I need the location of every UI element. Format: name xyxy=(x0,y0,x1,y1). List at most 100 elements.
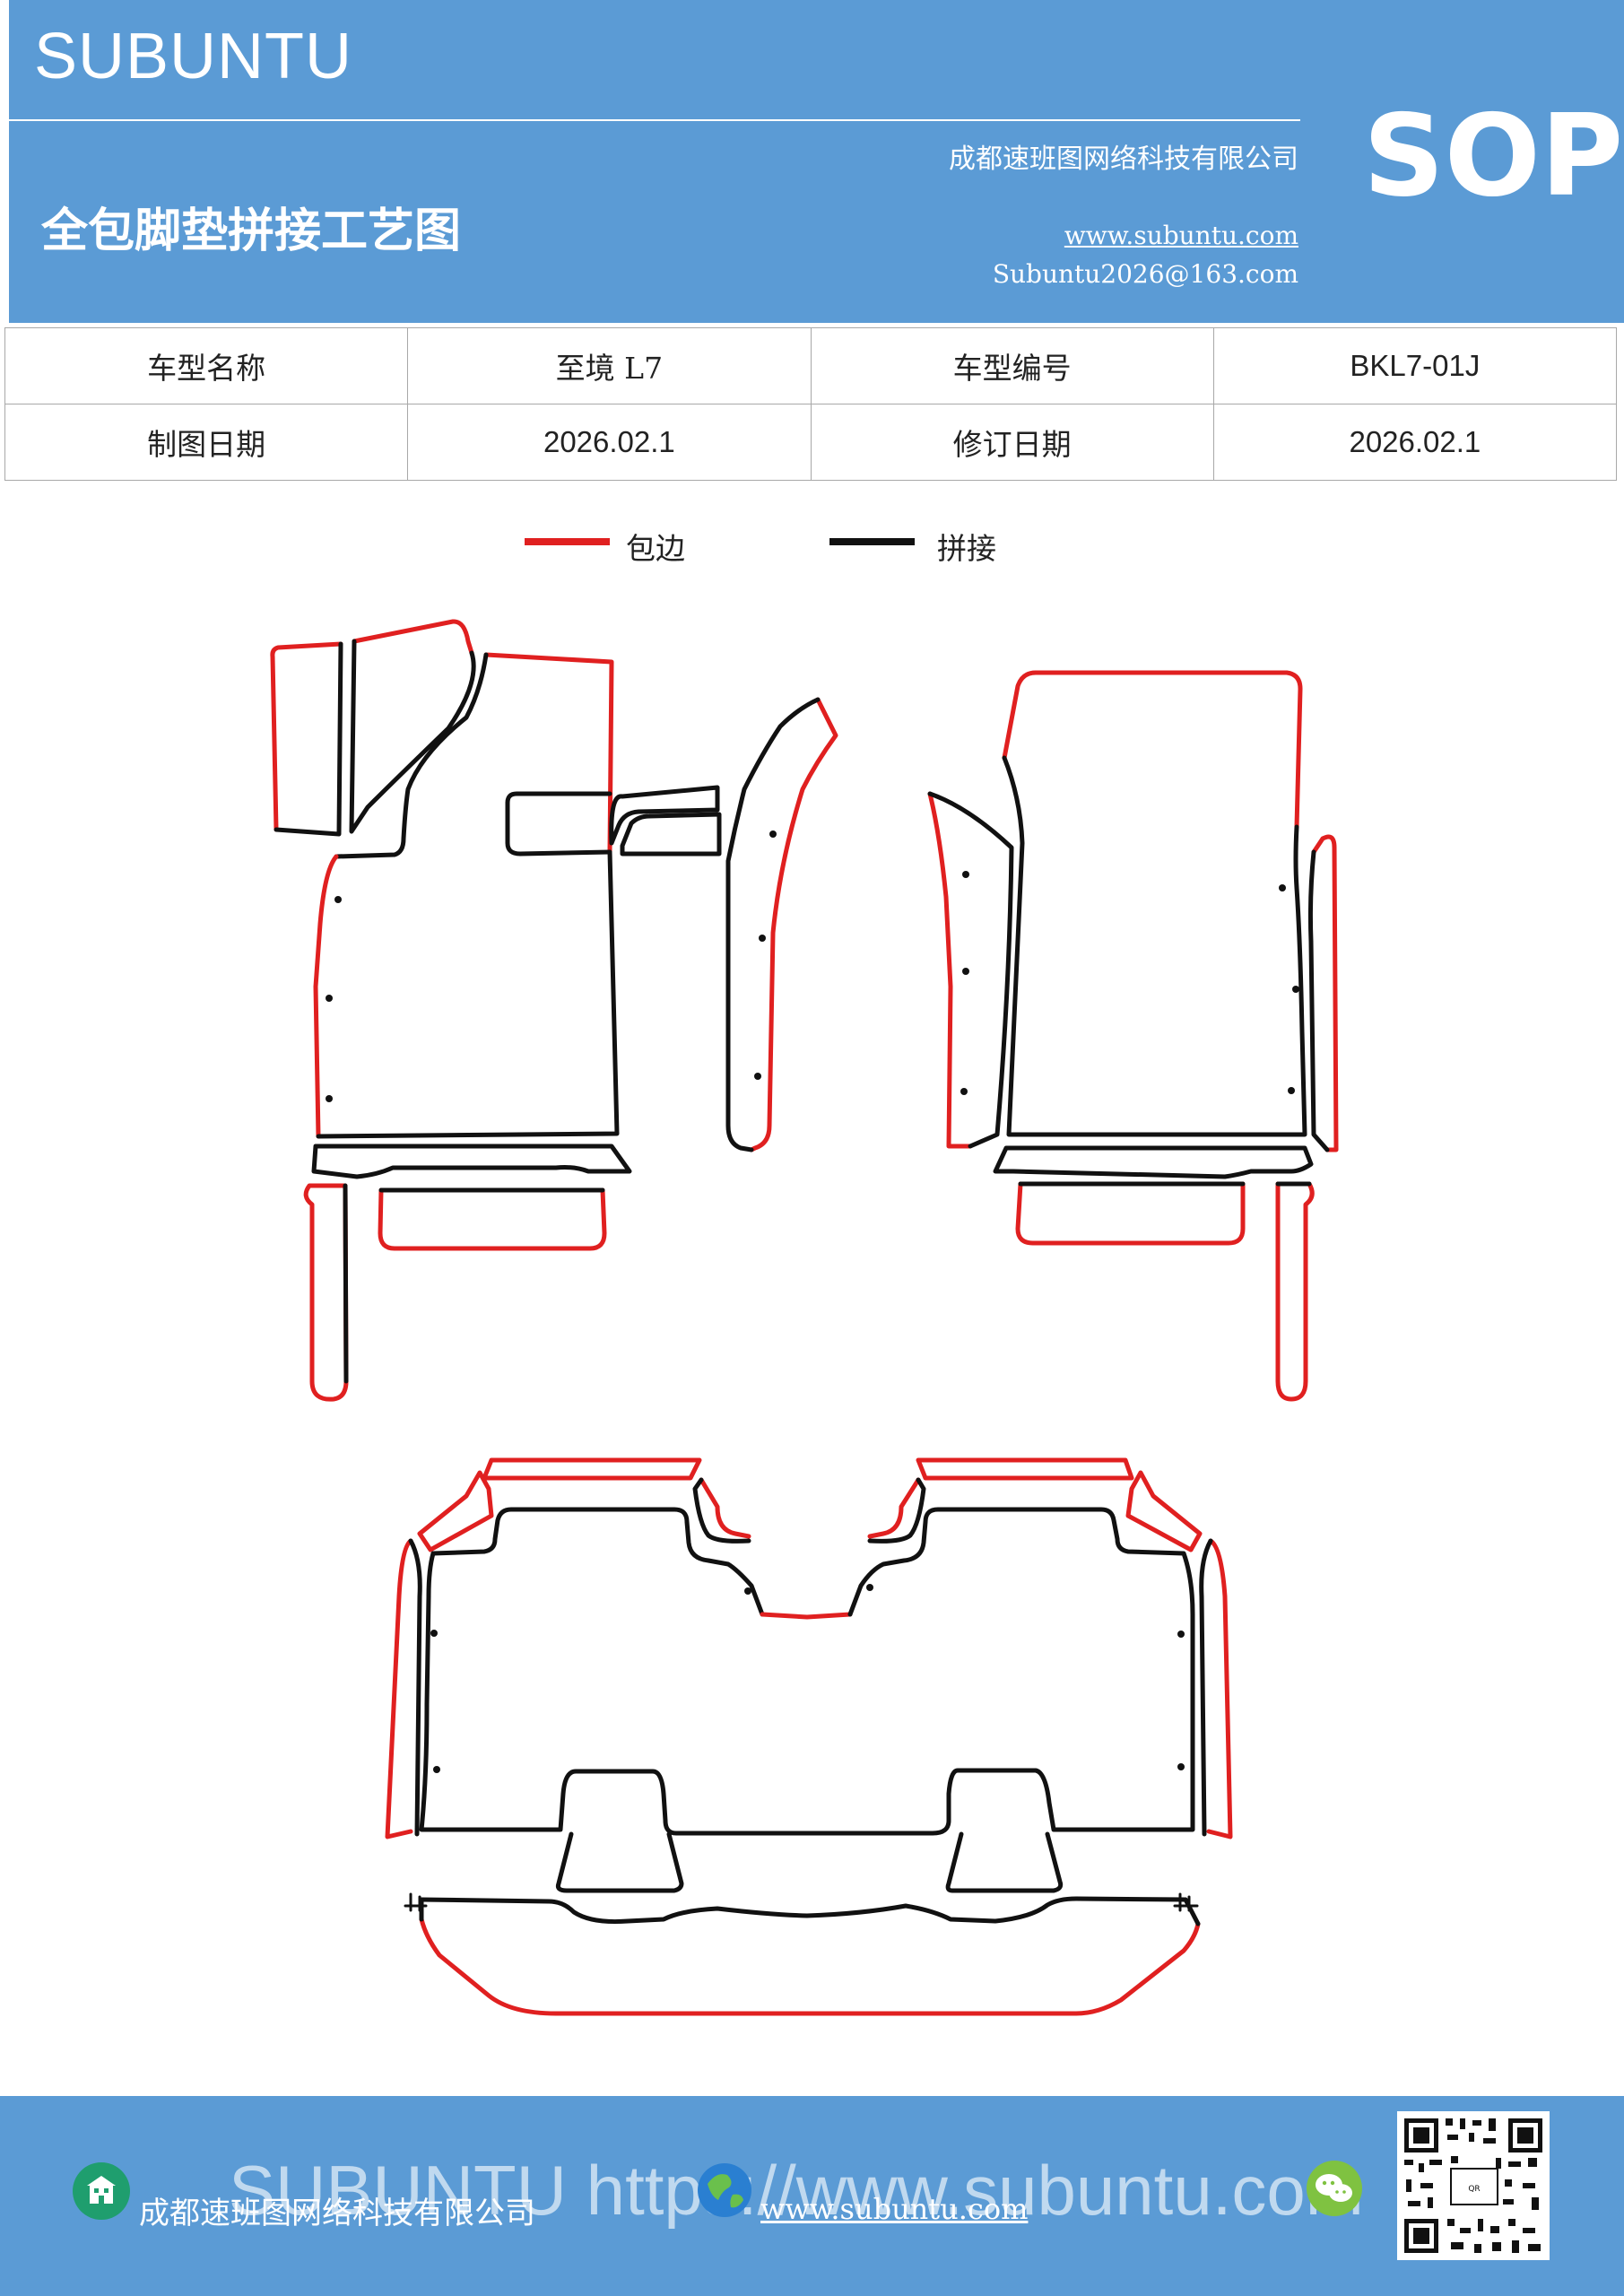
edge-outline xyxy=(1125,1470,1203,1552)
join-outline xyxy=(349,639,476,834)
join-outline xyxy=(1002,755,1307,1137)
edge-outline xyxy=(1002,670,1303,830)
front-left-mat xyxy=(270,619,722,1179)
join-outline xyxy=(1173,1892,1199,1912)
join-outline xyxy=(430,1507,765,1617)
building-icon xyxy=(73,2162,130,2220)
join-outline xyxy=(993,1145,1314,1179)
fastener-dot xyxy=(960,1088,968,1095)
edge-outline xyxy=(867,1477,921,1539)
edge-outline xyxy=(378,1187,607,1251)
legend-swatch-join xyxy=(829,538,915,545)
join-outline xyxy=(343,1183,349,1384)
edge-outline xyxy=(1275,1181,1315,1402)
join-outline xyxy=(609,785,720,846)
legend-swatch-edge xyxy=(525,538,610,545)
join-outline xyxy=(1199,1538,1213,1837)
fastener-dot xyxy=(430,1630,438,1637)
join-outline xyxy=(404,1892,428,1912)
fastener-dot xyxy=(1279,884,1286,891)
fastener-dot xyxy=(326,995,333,1002)
edge-outline xyxy=(927,791,973,1149)
fastener-dot xyxy=(754,1073,761,1080)
join-outline xyxy=(555,1831,684,1893)
edge-outline xyxy=(419,1917,1201,2016)
fastener-dot xyxy=(866,1584,873,1591)
fastener-dot xyxy=(334,896,342,903)
join-outline xyxy=(274,641,343,837)
fastener-dot xyxy=(433,1766,440,1773)
join-outline xyxy=(419,1507,1195,1836)
fastener-dot xyxy=(1288,1087,1295,1094)
label-revision-date: 修订日期 xyxy=(810,404,1214,481)
value-draw-date: 2026.02.1 xyxy=(407,404,812,481)
fastener-dot xyxy=(1292,986,1299,993)
join-outline xyxy=(419,1897,1201,1926)
fastener-dot xyxy=(759,935,766,942)
edge-outline xyxy=(760,1612,853,1620)
footer-company: 成都速班图网络科技有限公司 xyxy=(139,2196,535,2231)
email-address: Subuntu2026@163.com xyxy=(992,259,1298,289)
join-outline xyxy=(419,1896,1188,1924)
fastener-dot xyxy=(962,871,969,878)
edge-outline xyxy=(303,1183,349,1402)
header-banner: SUBUNTU 成都速班图网络科技有限公司 全包脚垫拼接工艺图 www.subu… xyxy=(9,0,1624,323)
qr-code-image: QR xyxy=(1397,2111,1550,2260)
edge-outline xyxy=(1311,834,1339,1152)
edge-outline xyxy=(352,619,474,656)
vehicle-info-table: 车型名称 至境 L7 车型编号 BKL7-01J 制图日期 2026.02.1 … xyxy=(4,327,1618,481)
join-outline xyxy=(505,791,612,857)
edge-outline xyxy=(749,697,838,1152)
join-outline xyxy=(311,1144,632,1179)
edge-outline xyxy=(482,1457,702,1481)
join-outline xyxy=(867,1477,926,1544)
svg-text:QR: QR xyxy=(1468,2185,1480,2194)
edge-outline xyxy=(483,652,614,855)
website-link[interactable]: www.subuntu.com xyxy=(1064,221,1298,250)
join-outline xyxy=(725,697,821,1152)
company-name: 成都速班图网络科技有限公司 xyxy=(949,144,1298,175)
wechat-icon xyxy=(1307,2161,1362,2216)
join-outline xyxy=(316,849,620,1139)
edge-outline xyxy=(1206,1538,1233,1839)
footer-watermark: SUBUNTU https://www.subuntu.com xyxy=(229,2151,1364,2230)
label-model-code: 车型编号 xyxy=(810,327,1214,404)
join-outline xyxy=(334,652,489,859)
join-outline xyxy=(408,1538,422,1837)
join-outline xyxy=(945,1831,1064,1893)
sop-badge: SOP xyxy=(1363,90,1624,222)
globe-icon xyxy=(698,2163,751,2217)
fastener-dot xyxy=(769,831,777,838)
edge-outline xyxy=(385,1538,413,1839)
page-title: 全包脚垫拼接工艺图 xyxy=(41,204,462,258)
value-model-name: 至境 L7 xyxy=(407,327,812,404)
join-outline xyxy=(620,812,722,857)
edge-outline xyxy=(916,1457,1134,1481)
fastener-dot xyxy=(326,1095,333,1102)
footer-banner: SUBUNTU https://www.subuntu.com 成都速班图网络科… xyxy=(0,2096,1624,2296)
label-draw-date: 制图日期 xyxy=(4,404,409,481)
label-model-name: 车型名称 xyxy=(4,327,409,404)
value-revision-date: 2026.02.1 xyxy=(1212,404,1618,481)
brand-name: SUBUNTU xyxy=(34,21,353,92)
edge-outline xyxy=(1015,1181,1246,1246)
table-row: 制图日期 2026.02.1 修订日期 2026.02.1 xyxy=(4,404,1618,481)
edge-outline xyxy=(313,854,339,1139)
legend-label-join: 拼接 xyxy=(937,531,996,566)
footer-website-link[interactable]: www.subuntu.com xyxy=(760,2192,1029,2226)
floor-mat-diagram xyxy=(270,619,1339,2016)
join-outline xyxy=(692,1477,751,1544)
edge-outline xyxy=(270,641,343,832)
value-model-code: BKL7-01J xyxy=(1212,327,1618,404)
fastener-dot xyxy=(744,1587,751,1595)
fastener-dot xyxy=(962,968,969,975)
table-row: 车型名称 至境 L7 车型编号 BKL7-01J xyxy=(4,327,1618,404)
join-outline xyxy=(1307,849,1330,1152)
legend: 包边 拼接 xyxy=(0,525,1624,578)
edge-outline xyxy=(699,1477,751,1539)
edge-outline xyxy=(417,1470,494,1552)
header-divider xyxy=(9,119,1300,121)
legend-label-edge: 包边 xyxy=(626,531,685,566)
join-outline xyxy=(927,791,1014,1149)
fastener-dot xyxy=(1177,1763,1185,1770)
